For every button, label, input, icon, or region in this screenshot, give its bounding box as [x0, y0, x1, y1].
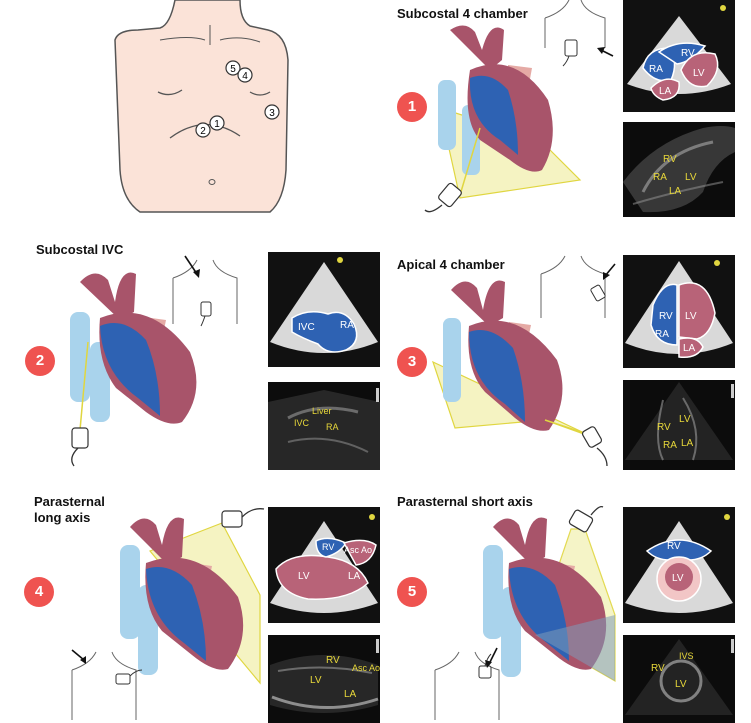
view-2-echo-image: Liver IVC RA: [268, 382, 380, 470]
svg-text:4: 4: [242, 71, 248, 82]
view-3-body-icon: [540, 255, 616, 318]
svg-text:3: 3: [269, 108, 275, 119]
view-3-echo-image: LV RV RA LA: [623, 380, 735, 470]
echo-label-rv: RV: [326, 655, 340, 666]
label-rv: RV: [659, 311, 673, 322]
view-1-body-icon: [544, 0, 614, 67]
svg-text:1: 1: [214, 119, 220, 130]
view-5-badge: 5: [397, 577, 427, 607]
echo-label-ivs: IVS: [679, 651, 694, 661]
torso-diagram: 5 4 3 1 2: [114, 0, 289, 213]
view-4-echo-image: RV Asc Ao LV LA: [268, 635, 380, 723]
view-4-body-icon: [71, 649, 143, 720]
label-la: LA: [659, 86, 672, 97]
view-3-schematic: RV RA LV LA: [623, 255, 735, 368]
view-5-heart-diagram: [483, 506, 616, 683]
echo-label-rv: RV: [663, 154, 677, 165]
label-lv: LV: [685, 311, 697, 322]
view-4-badge: 4: [24, 577, 54, 607]
view-2-body-icon: [172, 255, 238, 327]
label-la: LA: [348, 571, 361, 582]
label-rv: RV: [681, 48, 695, 59]
view-4-heart-diagram: [120, 508, 265, 685]
label-ra: RA: [649, 64, 663, 75]
echo-label-rv: RV: [651, 663, 665, 674]
view-2-title: Subcostal IVC: [36, 242, 124, 257]
label-la: LA: [683, 343, 696, 354]
echo-label-la: LA: [681, 438, 694, 449]
echo-label-rv: RV: [657, 422, 671, 433]
view-1-title: Subcostal 4 chamber: [397, 6, 528, 21]
view-5-body-icon: [434, 647, 500, 720]
echo-label-ra: RA: [653, 172, 667, 183]
position-marker-5: 5: [225, 60, 241, 76]
view-3-title: Apical 4 chamber: [397, 257, 505, 272]
position-marker-3: 3: [264, 104, 280, 120]
view-4-schematic: RV Asc Ao LV LA: [268, 507, 380, 623]
label-ra: RA: [655, 329, 669, 340]
label-lv: LV: [298, 571, 310, 582]
echo-label-liver: Liver: [312, 406, 332, 416]
svg-text:5: 5: [230, 64, 236, 75]
position-marker-4: 4: [237, 67, 253, 83]
view-3-badge: 3: [397, 347, 427, 377]
echo-label-ra: RA: [663, 440, 677, 451]
echo-label-ra: RA: [326, 422, 339, 432]
view-2-schematic: IVC RA: [268, 252, 380, 367]
view-5-title: Parasternal short axis: [397, 494, 533, 509]
echo-label-lv: LV: [679, 414, 691, 425]
view-2-heart-diagram: [70, 272, 197, 467]
label-ra: RA: [340, 320, 354, 331]
view-1-heart-diagram: [424, 25, 582, 213]
label-asc-ao: Asc Ao: [344, 545, 372, 555]
echo-label-la: LA: [669, 186, 682, 197]
label-lv: LV: [693, 68, 705, 79]
view-4-title: Parasternal long axis: [34, 494, 105, 525]
echo-label-lv: LV: [685, 172, 697, 183]
view-5-schematic: RV LV: [623, 507, 735, 623]
position-marker-2: 2: [195, 122, 211, 138]
view-1-badge: 1: [397, 92, 427, 122]
view-5-echo-image: IVS RV LV: [623, 635, 735, 723]
label-ivc: IVC: [298, 322, 315, 333]
echo-label-ivc: IVC: [294, 418, 310, 428]
echo-label-asc-ao: Asc Ao: [352, 663, 380, 673]
position-marker-1: 1: [209, 115, 225, 131]
echo-label-lv: LV: [310, 675, 322, 686]
label-rv: RV: [322, 542, 334, 552]
view-2-badge: 2: [25, 346, 55, 376]
label-rv: RV: [667, 541, 681, 552]
echo-label-la: LA: [344, 689, 357, 700]
view-1-echo-image: RV RA LV LA: [623, 122, 735, 217]
view-3-heart-diagram: [431, 280, 608, 467]
label-lv: LV: [672, 573, 684, 584]
svg-text:2: 2: [200, 126, 206, 137]
view-1-schematic: RV RA LV LA: [623, 0, 735, 112]
echo-label-lv: LV: [675, 679, 687, 690]
